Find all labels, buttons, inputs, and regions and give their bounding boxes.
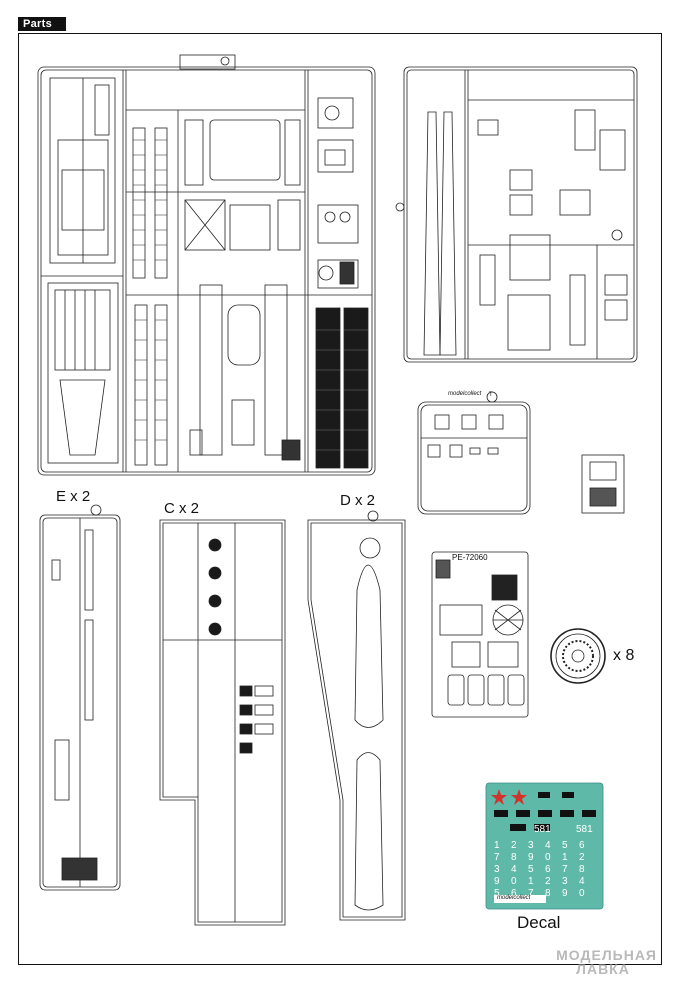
decal-digit: 9 (562, 888, 568, 899)
decal-digit: 5 (562, 840, 568, 851)
decal-digit: 0 (579, 888, 585, 899)
parts-frame (18, 33, 662, 965)
clear-sprue-marker: T (489, 392, 493, 398)
decal-title: Decal (517, 913, 561, 932)
decal-digit: 3 (494, 864, 500, 875)
decal-digit: 9 (494, 876, 500, 887)
decal-digit: 1 (494, 840, 500, 851)
cab-part (581, 454, 625, 514)
decal-digit: 4 (511, 864, 517, 875)
decal-digit: 8 (545, 888, 551, 899)
decal-digit: 7 (562, 864, 568, 875)
watermark-line2: ЛАВКА (576, 961, 630, 977)
decal-digit: 7 (494, 852, 500, 863)
decal-digit: 0 (545, 852, 551, 863)
photo-etch-sheet (431, 551, 529, 718)
decal-digit: 9 (528, 852, 534, 863)
decal-digit: 3 (562, 876, 568, 887)
sprue-d (307, 510, 406, 921)
decal-brand: modelcollect (497, 895, 531, 901)
watermark-line1: МОДЕЛЬНАЯ (556, 947, 657, 963)
decal-number-1: 581 (534, 824, 551, 835)
decal-digit: 5 (528, 864, 534, 875)
sprue-e (39, 504, 121, 891)
decal-digit: 6 (545, 864, 551, 875)
decal-digit: 8 (579, 864, 585, 875)
decal-digit: 2 (511, 840, 517, 851)
watermark: МОДЕЛЬНАЯ ЛАВКА (556, 948, 657, 976)
decal-digit: 5 (494, 888, 500, 899)
decal-digit: 1 (528, 876, 534, 887)
sprue-c-label: C x 2 (164, 500, 200, 517)
decal-digit: 6 (511, 888, 517, 899)
sprue-b (395, 66, 638, 363)
decal-number-2: 581 (576, 824, 593, 835)
decal-digit: 1 (562, 852, 568, 863)
clear-sprue-brand: modelcollect (448, 391, 482, 397)
rubber-wheel (550, 628, 606, 684)
sprue-a (37, 54, 376, 476)
decal-digit: 3 (528, 840, 534, 851)
wheel-quantity-label: x 8 (613, 647, 635, 664)
sprue-e-label: E x 2 (56, 488, 91, 505)
parts-header: Parts (18, 17, 66, 31)
decal-digit: 6 (579, 840, 585, 851)
decal-sheet-graphic (485, 782, 604, 910)
sprue-d-label: D x 2 (340, 492, 376, 509)
decal-digit: 4 (579, 876, 585, 887)
decal-digit: 7 (528, 888, 534, 899)
decal-digit: 0 (511, 876, 517, 887)
decal-digit: 4 (545, 840, 551, 851)
decal-digit: 2 (579, 852, 585, 863)
decal-digit: 2 (545, 876, 551, 887)
decal-digit: 8 (511, 852, 517, 863)
clear-sprue (417, 391, 531, 515)
photo-etch-code: PE-72060 (452, 553, 488, 562)
sprue-c (159, 519, 286, 926)
